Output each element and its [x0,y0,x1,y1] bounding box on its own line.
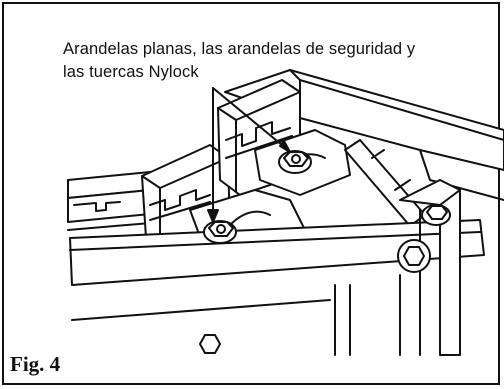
callout-leader-lines [207,87,291,223]
callout-line-2: las tuercas Nylock [63,63,199,81]
bolt-hex-on-bar [397,239,431,273]
left-rail [67,171,211,231]
nut-upper-right [278,150,312,174]
callout-text: Arandelas planas, las arandelas de segur… [63,38,483,84]
horizontal-cross-bar [69,219,485,286]
nut-right-strut [421,204,451,226]
lower-frame [71,274,401,356]
angled-strut [344,139,426,227]
nut-lower-left [203,220,237,244]
callout-line-1: Arandelas planas, las arandelas de segur… [63,40,416,58]
figure-label: Fig. 4 [10,352,61,376]
bolt-hex-lower [199,334,221,354]
